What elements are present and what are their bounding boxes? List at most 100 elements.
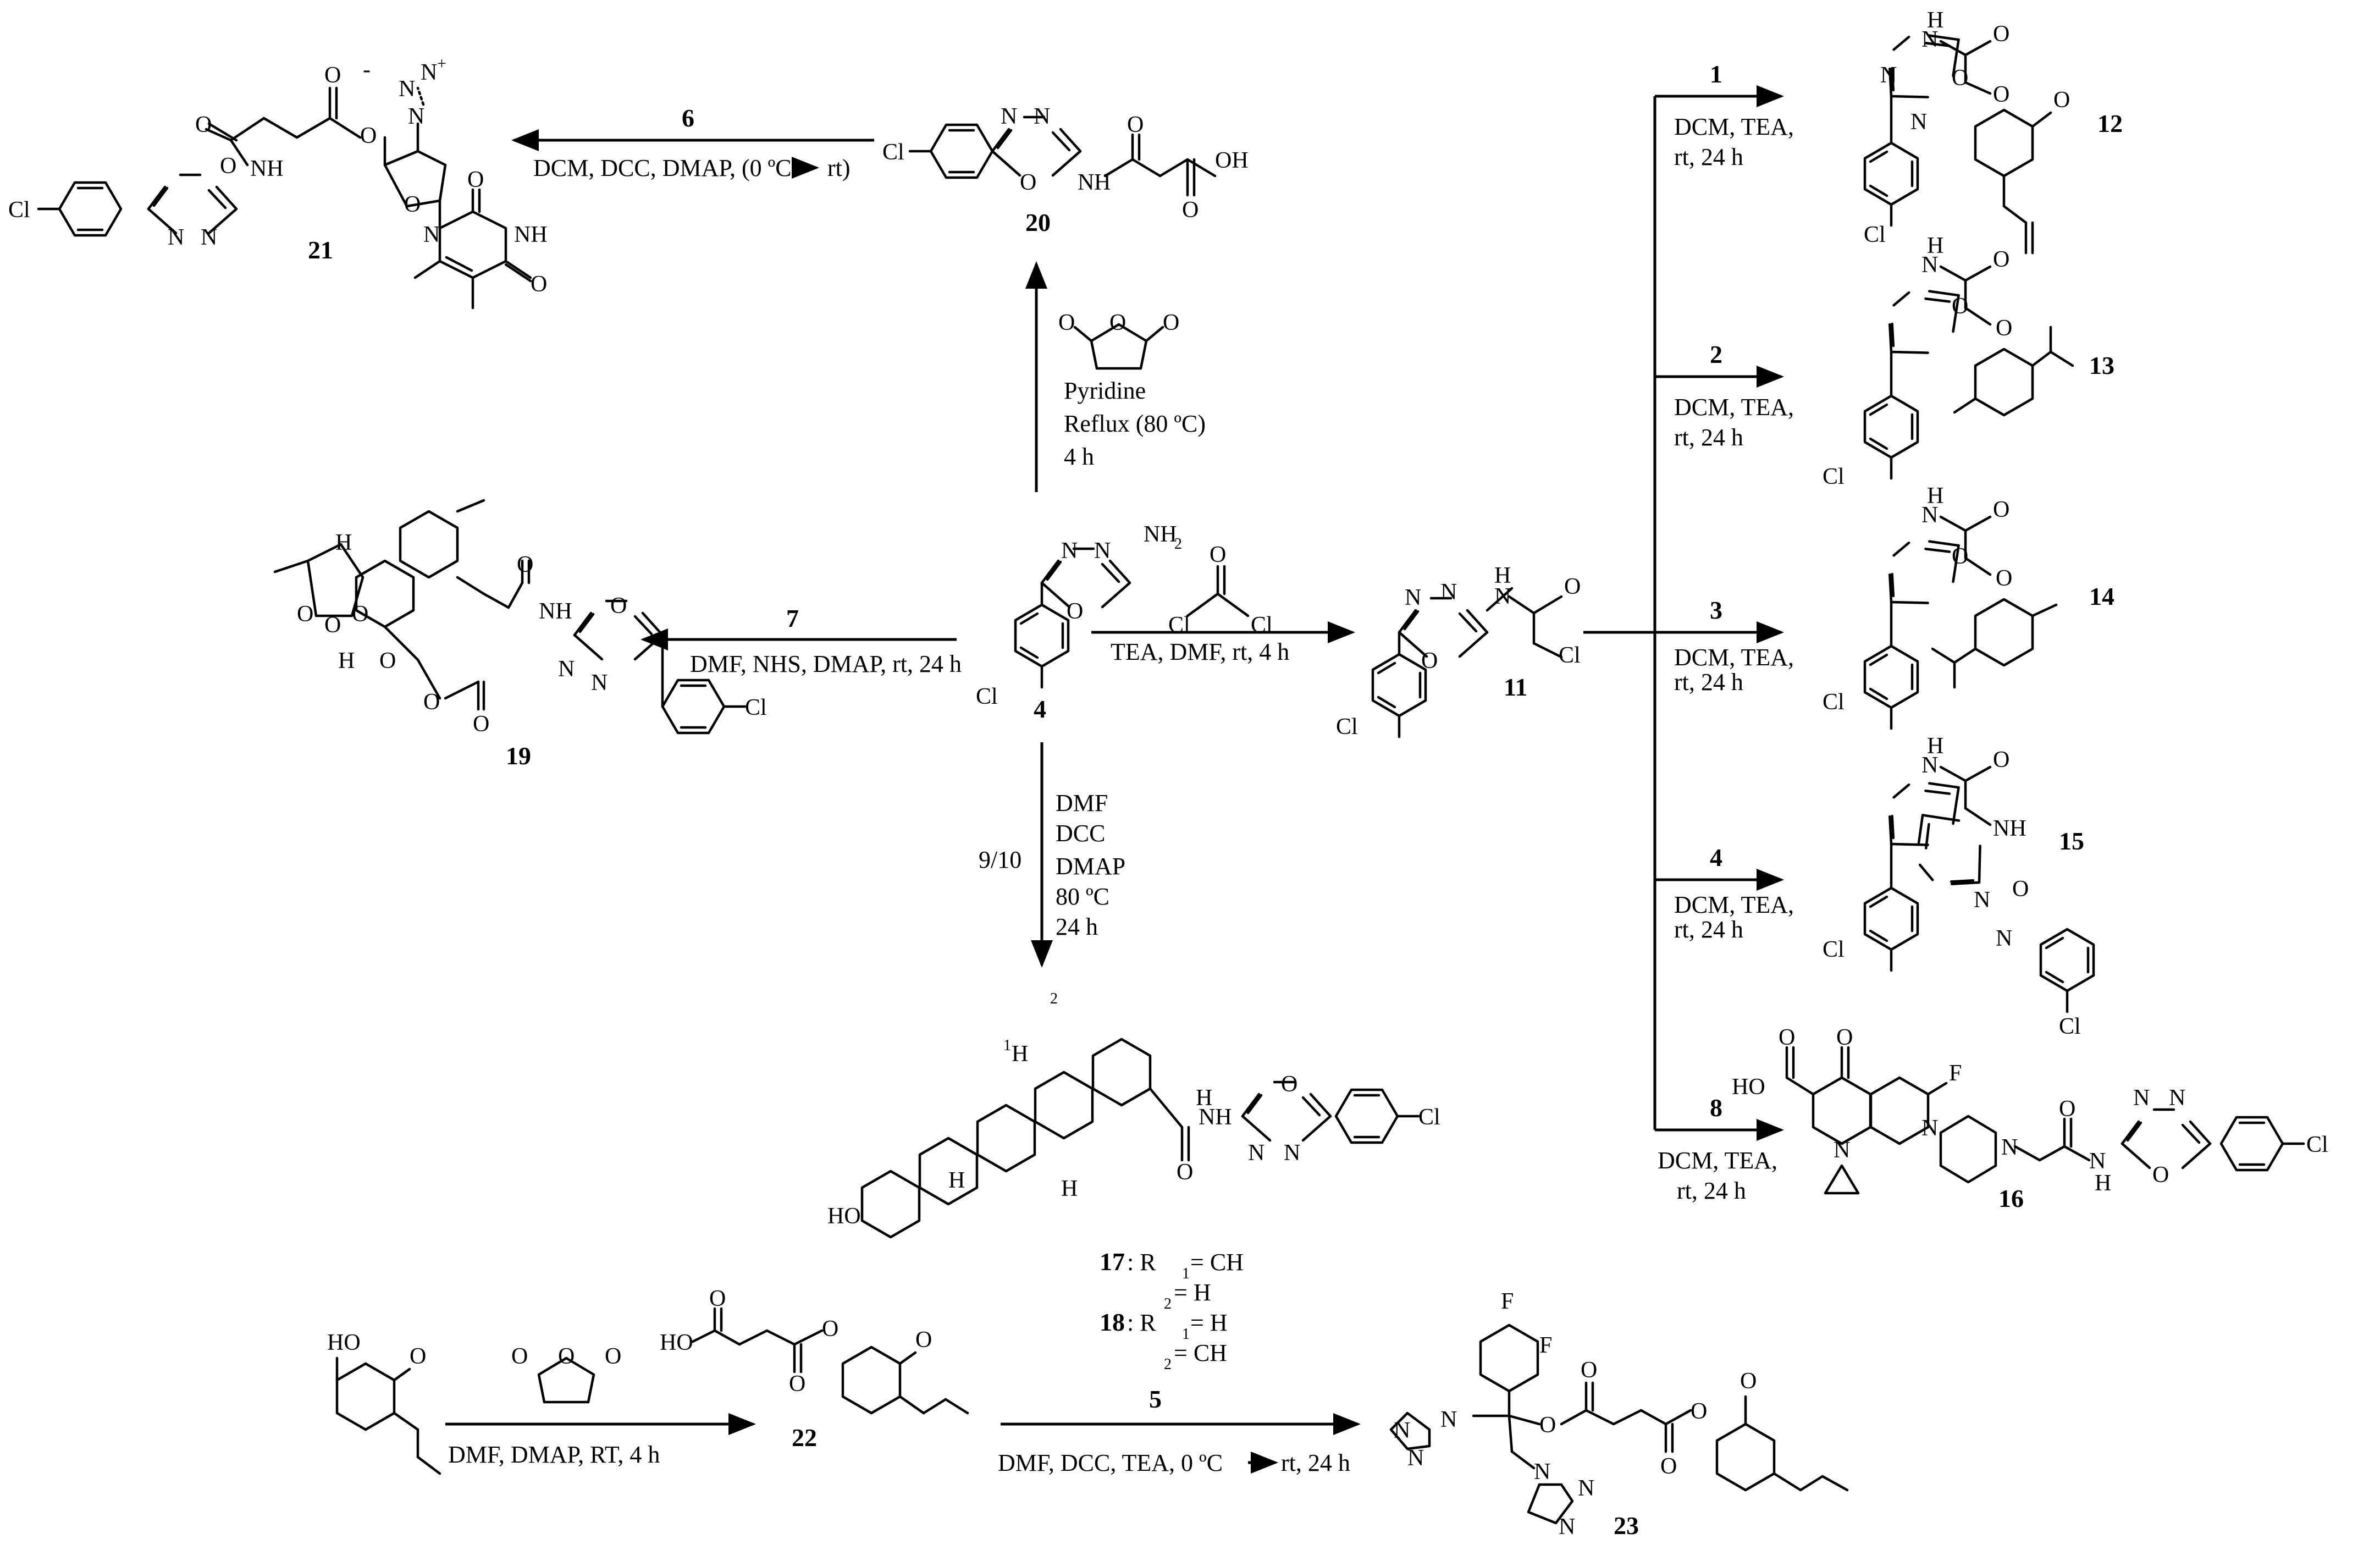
arrow-4-20-cond-2: Reflux (80 ºC) (1064, 410, 1206, 437)
atom-o: O (404, 192, 421, 217)
branch-arrows-from-11: 1 DCM, TEA, rt, 24 h 2 DCM, TEA, rt, 24 … (1583, 60, 1794, 1204)
atom-o: O (1952, 65, 1968, 91)
atom-n: N (1880, 63, 1897, 88)
atom-h: H (948, 1168, 965, 1193)
atom-o: O (2053, 87, 2070, 113)
arrow-11-13-cond-2: rt, 24 h (1674, 424, 1743, 451)
atom-o: O (1996, 316, 2012, 341)
compound-18-label: 18 (1100, 1308, 1125, 1336)
arrow-eug-22-cond: DMF, DMAP, RT, 4 h (448, 1441, 660, 1468)
arrow-11-15-cond-2: rt, 24 h (1674, 916, 1743, 943)
atom-sub: 2 (1174, 536, 1182, 553)
atom-h: H (1927, 733, 1943, 759)
atom-o: O (1564, 574, 1581, 599)
atom-n: N (1034, 104, 1050, 129)
atom-o: O (1539, 1413, 1556, 1438)
c17-r2-value: = H (1174, 1279, 1211, 1306)
compound-20: Cl N N O H N O O OH 20 (882, 104, 1249, 236)
atom-n: N (1921, 753, 1938, 778)
arrow-11-16-cond-2: rt, 24 h (1677, 1177, 1746, 1204)
arrow-4-to-20: Pyridine Reflux (80 ºC) 4 h (1025, 261, 1206, 492)
compound-13: Cl H N O O O 13 (1823, 233, 2114, 489)
compound-11: N N O H N O Cl Cl 11 (1336, 563, 1581, 740)
arrow-11-15-step: 4 (1710, 843, 1722, 871)
atom-n: N (1407, 1446, 1424, 1471)
arrow-4-17-cond-5: 24 h (1056, 913, 1098, 940)
arrow-11-13-step: 2 (1710, 340, 1722, 368)
arrow-4-17-cond-4: 80 ºC (1056, 883, 1109, 910)
atom-charge: + (437, 54, 446, 73)
atom-cl: Cl (1823, 937, 1845, 962)
arrow-4-11-conditions: TEA, DMF, rt, 4 h (1111, 638, 1289, 665)
atom-ho: HO (327, 1330, 361, 1355)
succinic-anhydride: O O O (1058, 310, 1179, 370)
arrow-4-17-step: 9/10 (979, 846, 1021, 873)
atom-n: N (1921, 252, 1938, 278)
atom-cl: Cl (1559, 643, 1581, 668)
atom-n: N (1061, 538, 1078, 564)
compound-16-label: 16 (1998, 1184, 2024, 1212)
arrow-11-16-cond-1: DCM, TEA, (1658, 1147, 1777, 1174)
atom-cl: Cl (976, 684, 998, 709)
atom-ho: HO (827, 1204, 861, 1229)
arrow-11-12-cond-1: DCM, TEA, (1674, 113, 1794, 140)
atom-o: O (360, 123, 377, 148)
atom-ho: HO (660, 1330, 693, 1355)
compound-14: Cl H N O O O 14 (1823, 483, 2114, 729)
atom-o: O (467, 167, 484, 192)
atom-cl: Cl (8, 197, 30, 223)
arrow-4-20-cond-1: Pyridine (1064, 377, 1146, 404)
compound-22: HO O O O O 22 (660, 1286, 969, 1452)
arrow-11-15-cond-1: DCM, TEA, (1674, 891, 1794, 918)
atom-o: O (1993, 747, 2009, 773)
compound-19: H O O O H O O O O NH N N O Cl 19 (273, 499, 767, 770)
atom-o: O (822, 1316, 838, 1342)
atom-h: H (1927, 483, 1943, 509)
atom-nh: NH (250, 156, 284, 181)
atom-o: O (610, 593, 627, 619)
atom-n: N (2089, 1149, 2106, 1174)
arrow-4-19-cond: DMF, NHS, DMAP, rt, 24 h (690, 650, 962, 677)
atom-n: N (1910, 109, 1927, 135)
atom-nh: NH (514, 222, 548, 247)
compound-21: Cl O N N NH O O O O N N N + - (8, 54, 548, 310)
atom-n: N (591, 670, 608, 696)
c18-r2-value: = CH (1174, 1339, 1227, 1366)
compound-12: Cl H N O O O O N N 12 (1864, 8, 2123, 255)
atom-n: N (1405, 585, 1421, 610)
compound-21-label: 21 (308, 236, 333, 264)
atom-cl: Cl (1823, 464, 1845, 489)
atom-n: N (1834, 1138, 1850, 1163)
atom-n: N (1394, 1418, 1410, 1443)
atom-n: N (1440, 1407, 1457, 1432)
atom-o: O (1952, 294, 1968, 319)
atom-oh: OH (1215, 148, 1249, 173)
atom-o: O (1660, 1454, 1677, 1479)
atom-n: N (1974, 887, 1990, 913)
compound-15: Cl H N O NH Cl O N N 15 (1823, 733, 2094, 1039)
atom-o: O (1993, 497, 2009, 522)
atom-o: O (423, 689, 440, 715)
atom-n: N (1578, 1476, 1594, 1501)
atom-o: O (1993, 82, 2009, 107)
atom-o: O (1177, 1160, 1193, 1185)
atom-h: H (1927, 8, 1943, 33)
arrow-4-to-19: 7 DMF, NHS, DMAP, rt, 24 h (640, 604, 962, 677)
atom-o: O (2059, 1096, 2075, 1122)
compound-22-label: 22 (792, 1424, 817, 1452)
atom-n: N (1921, 1116, 1938, 1141)
atom-o: O (1163, 310, 1179, 335)
arrow-22-to-23: 5 DMF, DCC, TEA, 0 ºC rt, 24 h (998, 1385, 1361, 1476)
atom-n: N (1248, 1140, 1264, 1166)
compound-16: O HO O F N N N O N H N N O Cl 16 (1732, 1025, 2328, 1212)
arrow-4-17-cond-1: DMF (1056, 790, 1108, 817)
atom-cl: Cl (1336, 714, 1358, 740)
atom-o: O (1020, 170, 1036, 195)
atom-o: O (1281, 1072, 1297, 1097)
atom-o: O (1109, 310, 1126, 335)
atom-o: O (1836, 1025, 1853, 1050)
atom-nh: NH (1993, 816, 2026, 841)
atom-o: O (1058, 310, 1075, 335)
arrow-20-21-cond-2: rt) (827, 155, 851, 181)
